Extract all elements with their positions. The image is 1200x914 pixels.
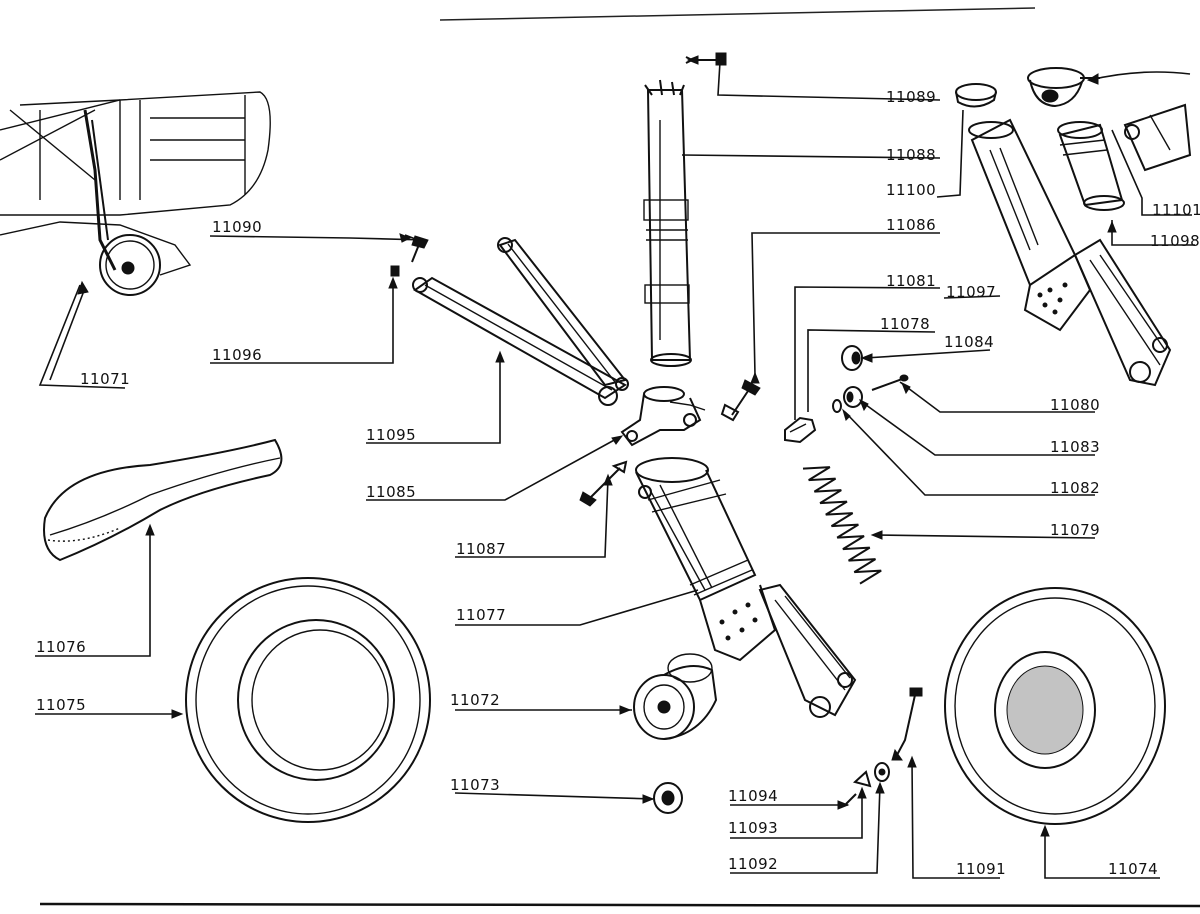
label-11078: 11078 — [880, 315, 930, 333]
part-11082-washer — [832, 399, 842, 413]
inset-wheel — [99, 234, 161, 296]
label-11079: 11079 — [1050, 521, 1100, 539]
label-11081: 11081 — [886, 272, 936, 290]
label-11086: 11086 — [886, 216, 936, 234]
leader-arrowheads — [77, 55, 1117, 837]
part-11072-wheel-hub — [633, 653, 718, 740]
label-11074: 11074 — [1108, 860, 1158, 878]
label-11073: 11073 — [450, 776, 500, 794]
leader-lines — [35, 61, 1195, 879]
bottom-border-line — [39, 902, 1200, 908]
label-11076: 11076 — [36, 638, 86, 656]
label-11080: 11080 — [1050, 396, 1100, 414]
label-11084: 11084 — [944, 333, 994, 351]
label-11094: 11094 — [728, 787, 778, 805]
label-11093: 11093 — [728, 819, 778, 837]
part-11100-cap — [955, 83, 997, 108]
part-11077-lower-strut — [635, 457, 857, 718]
label-11085: 11085 — [366, 483, 416, 501]
label-11075: 11075 — [36, 696, 86, 714]
part-11092-ring — [874, 762, 890, 782]
top-border-line — [439, 7, 1036, 21]
label-11077: 11077 — [456, 606, 506, 624]
part-11086-bolt — [720, 379, 761, 422]
part-11085-fitting — [620, 386, 706, 447]
part-11084-bushing — [841, 345, 863, 371]
part-11098-cylinder — [1057, 121, 1125, 211]
label-11097: 11097 — [946, 283, 996, 301]
label-11096: 11096 — [212, 346, 262, 364]
label-11091: 11091 — [956, 860, 1006, 878]
part-11079-spring — [802, 466, 882, 585]
part-11093-washer — [852, 770, 872, 788]
part-11073-bearing — [653, 782, 683, 814]
part-11095-a-frame — [412, 237, 629, 406]
part-11091-valve — [891, 687, 923, 761]
label-11088: 11088 — [886, 146, 936, 164]
aircraft-fuselage-inset — [0, 91, 271, 276]
label-11101: 11101 — [1152, 201, 1200, 219]
label-11083: 11083 — [1050, 438, 1100, 456]
label-11087: 11087 — [456, 540, 506, 558]
label-11089: 11089 — [886, 88, 936, 106]
label-11090: 11090 — [212, 218, 262, 236]
part-collar-top-right — [1027, 67, 1100, 108]
part-11076-tire-band — [43, 438, 283, 562]
part-labels: 11089 11088 11100 11101 11098 11097 1108… — [36, 88, 1200, 878]
label-11100: 11100 — [886, 181, 936, 199]
label-11071: 11071 — [80, 370, 130, 388]
part-11088-upper-strut — [643, 79, 692, 367]
part-11083-bushing — [843, 386, 863, 408]
part-11074-tire — [944, 587, 1166, 825]
part-11081-clip — [784, 416, 817, 444]
part-11096-nut — [390, 265, 400, 277]
label-11092: 11092 — [728, 855, 778, 873]
part-11101-bracket — [1123, 103, 1192, 172]
label-11072: 11072 — [450, 691, 500, 709]
part-11094-screw — [845, 793, 857, 805]
part-11097-gear-leg — [968, 118, 1172, 387]
label-11095: 11095 — [366, 426, 416, 444]
label-11082: 11082 — [1050, 479, 1100, 497]
label-11098: 11098 — [1150, 232, 1200, 250]
part-11080-pin — [871, 374, 909, 391]
part-11087-bolt — [579, 460, 628, 507]
part-11075-tire — [185, 577, 431, 823]
